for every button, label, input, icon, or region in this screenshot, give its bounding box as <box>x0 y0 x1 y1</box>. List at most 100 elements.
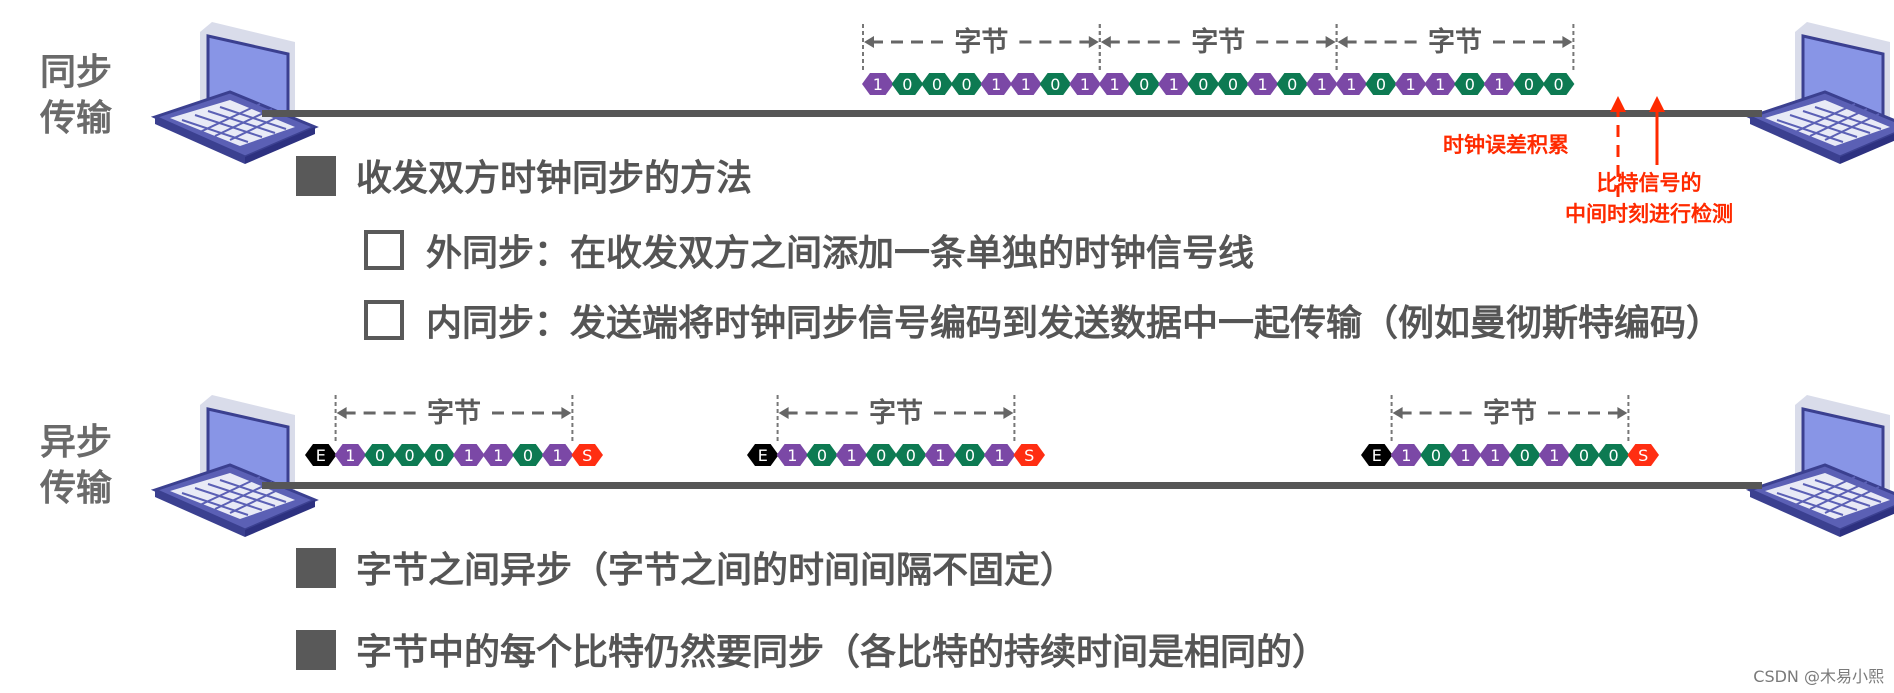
svg-text:1: 1 <box>873 75 883 94</box>
svg-text:1: 1 <box>1435 75 1445 94</box>
async-bit: 1 <box>453 444 485 466</box>
sync-bit: 1 <box>1069 73 1101 95</box>
sync-title-line1: 同步 <box>40 52 113 93</box>
svg-text:1: 1 <box>1110 75 1120 94</box>
async-byte-brace: 字节 <box>334 395 574 441</box>
svg-text:S: S <box>1024 446 1034 465</box>
clock-error-label: 时钟误差积累 <box>1443 133 1569 157</box>
svg-text:0: 0 <box>375 446 385 465</box>
sync-bit: 0 <box>1454 73 1486 95</box>
svg-text:0: 0 <box>1431 446 1441 465</box>
svg-text:E: E <box>758 446 768 465</box>
async-bit: 1 <box>1538 444 1571 466</box>
filled-square-bullet-icon <box>296 156 336 196</box>
async-bit: 0 <box>1509 444 1541 466</box>
internal-sync-text: 内同步：发送端将时钟同步信号编码到发送数据中一起传输（例如曼彻斯特编码） <box>426 303 1723 344</box>
filled-square-bullet-icon <box>296 548 336 588</box>
svg-text:1: 1 <box>493 446 503 465</box>
sync-bit: 1 <box>980 73 1012 95</box>
async-bit: 1 <box>835 444 868 466</box>
async-bit: 0 <box>806 444 838 466</box>
svg-text:1: 1 <box>1401 446 1411 465</box>
async-bit: 0 <box>364 444 396 466</box>
sync-title: 同步 传输 <box>40 50 130 142</box>
svg-text:0: 0 <box>1228 75 1238 94</box>
async-link-line <box>262 482 1762 489</box>
sender-laptop-icon <box>153 20 317 166</box>
svg-text:0: 0 <box>1579 446 1589 465</box>
svg-text:0: 0 <box>1376 75 1386 94</box>
svg-text:0: 0 <box>965 446 975 465</box>
sync-byte-brace: 字节 <box>1098 24 1338 70</box>
sync-bit: 1 <box>1483 73 1516 95</box>
byte-label: 字节 <box>1191 26 1245 58</box>
async-bit: 0 <box>393 444 426 466</box>
svg-text:1: 1 <box>1021 75 1031 94</box>
byte-label: 字节 <box>1428 26 1482 58</box>
hollow-square-bullet-icon <box>364 230 404 270</box>
async-bit: 0 <box>1568 444 1600 466</box>
sync-bit: 0 <box>1217 73 1249 95</box>
async-bullet-2-text: 字节中的每个比特仍然要同步（各比特的持续时间是相同的） <box>356 632 1329 673</box>
svg-text:1: 1 <box>935 446 945 465</box>
svg-text:E: E <box>316 446 326 465</box>
hollow-square-bullet-icon <box>364 300 404 340</box>
sync-bit: 0 <box>1128 73 1160 95</box>
svg-text:0: 0 <box>1609 446 1619 465</box>
filled-square-bullet-icon <box>296 630 336 670</box>
sync-bit: 1 <box>1246 73 1279 95</box>
sync-bit: 0 <box>950 73 983 95</box>
svg-text:0: 0 <box>1524 75 1534 94</box>
start-bit: E <box>1361 444 1393 466</box>
receiver-laptop-icon <box>1748 20 1894 166</box>
sync-bit: 1 <box>1424 73 1456 95</box>
svg-text:1: 1 <box>464 446 474 465</box>
external-sync-item: 外同步：在收发双方之间添加一条单独的时钟信号线 <box>364 230 1254 276</box>
sync-bit: 1 <box>1010 73 1042 95</box>
svg-text:0: 0 <box>962 75 972 94</box>
clock-error-arrows <box>1610 96 1665 197</box>
stop-bit: S <box>1627 444 1659 466</box>
sync-byte-brace: 字节 <box>1335 24 1575 70</box>
sync-bit: 0 <box>891 73 924 95</box>
external-sync-text: 外同步：在收发双方之间添加一条单独的时钟信号线 <box>426 233 1255 274</box>
async-bit: 1 <box>1479 444 1511 466</box>
svg-text:0: 0 <box>1520 446 1530 465</box>
async-byte-braces: 字节 字节 字节 <box>334 395 1630 441</box>
sync-bit: 0 <box>1542 73 1575 95</box>
sync-bit: 1 <box>1098 73 1131 95</box>
async-bit: 1 <box>541 444 574 466</box>
svg-text:0: 0 <box>876 446 886 465</box>
svg-text:0: 0 <box>1287 75 1297 94</box>
sync-method-heading-text: 收发双方时钟同步的方法 <box>356 158 753 199</box>
sync-title-line2: 传输 <box>40 98 113 139</box>
svg-text:0: 0 <box>1198 75 1208 94</box>
mid-detect-label-1: 比特信号的 <box>1597 171 1702 195</box>
byte-label: 字节 <box>869 397 923 429</box>
sync-bit: 1 <box>1335 73 1368 95</box>
watermark: CSDN @木易小熙 <box>1753 667 1884 686</box>
start-bit: E <box>305 444 337 466</box>
async-bit: 0 <box>1597 444 1630 466</box>
sync-bit: 0 <box>1276 73 1308 95</box>
async-bit: 1 <box>334 444 367 466</box>
async-bullet-2: 字节中的每个比特仍然要同步（各比特的持续时间是相同的） <box>296 630 1328 675</box>
svg-text:S: S <box>1638 446 1648 465</box>
async-bit: 1 <box>482 444 515 466</box>
async-bit: 0 <box>1420 444 1452 466</box>
svg-text:1: 1 <box>1490 446 1500 465</box>
async-bullet-1: 字节之间异步（字节之间的时间间隔不固定） <box>296 548 1076 593</box>
start-bit: E <box>747 444 779 466</box>
async-bit: 1 <box>1449 444 1482 466</box>
mid-detect-label-2: 中间时刻进行检测 <box>1565 202 1733 226</box>
async-bit: 1 <box>924 444 957 466</box>
svg-text:S: S <box>582 446 592 465</box>
sync-method-heading: 收发双方时钟同步的方法 <box>296 156 752 201</box>
sync-bit: 0 <box>921 73 953 95</box>
svg-text:E: E <box>1372 446 1382 465</box>
svg-text:0: 0 <box>1050 75 1060 94</box>
byte-label: 字节 <box>1483 397 1537 429</box>
svg-text:0: 0 <box>902 75 912 94</box>
